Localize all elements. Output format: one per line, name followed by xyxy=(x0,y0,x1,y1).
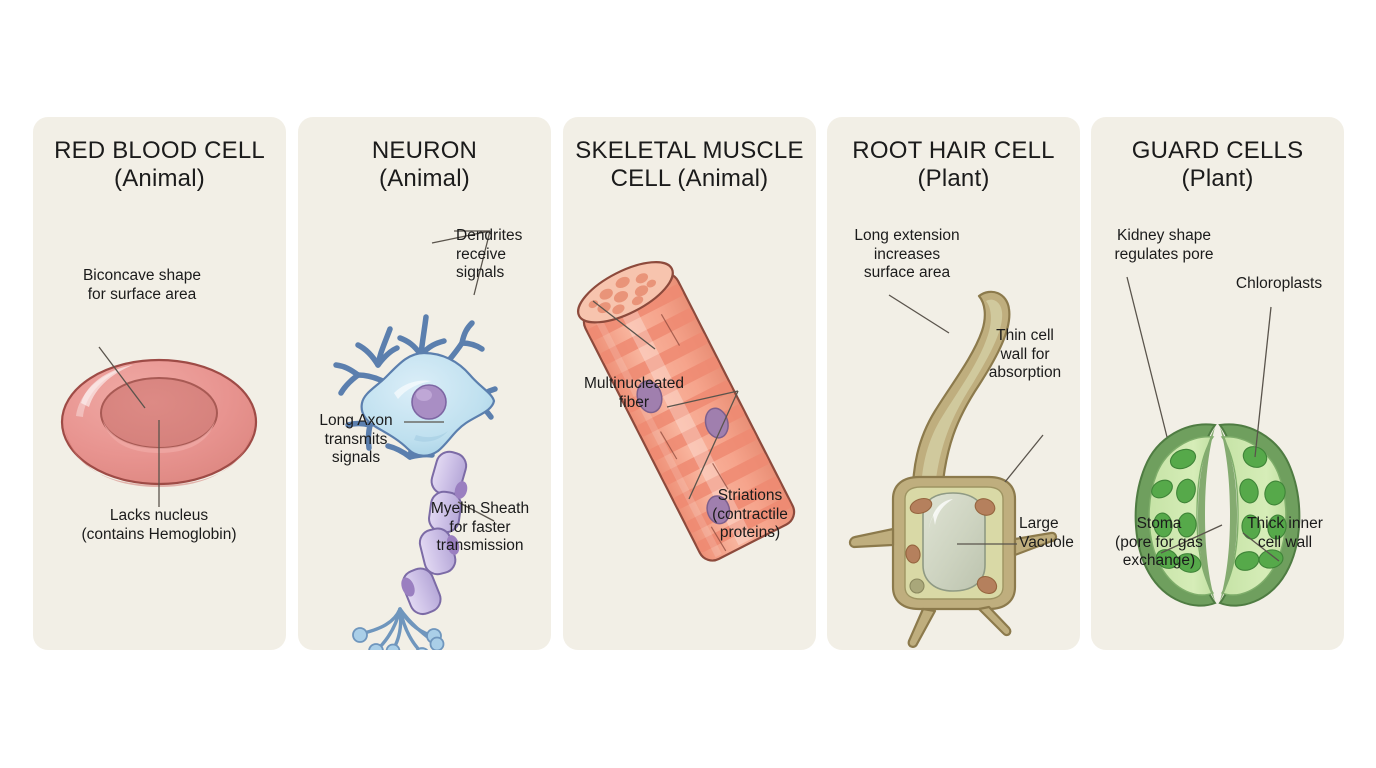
title-sub: (Animal) xyxy=(114,165,205,192)
label-kidney-shape: Kidney shape regulates pore xyxy=(1114,227,1214,263)
card-neuron: NEURON (Animal) xyxy=(298,117,551,650)
root-hair-cell-illustration xyxy=(848,290,1058,648)
leader-thin-wall xyxy=(1004,434,1044,483)
leader-thick-wall xyxy=(1242,532,1280,562)
card-guard-cells: GUARD CELLS (Plant) xyxy=(1091,117,1344,650)
card-red-blood-cell: RED BLOOD CELL (Animal) xyxy=(33,117,286,650)
label-thick-inner-cell-wall: Thick inner cell wall xyxy=(1247,515,1323,551)
leader-kidney-shape xyxy=(1126,276,1168,438)
leader-myelin xyxy=(457,501,495,522)
label-long-extension: Long extension increases surface area xyxy=(854,227,960,281)
leader-striations-a xyxy=(666,390,739,408)
leader-striations-b xyxy=(688,390,739,500)
neuron-illustration xyxy=(333,230,498,650)
title-main: RED BLOOD CELL xyxy=(54,137,265,164)
label-multinucleated-fiber: Multinucleated fiber xyxy=(584,375,684,411)
skeletal-muscle-illustration xyxy=(577,261,796,562)
stoma-pore xyxy=(1203,433,1232,597)
title-main: ROOT HAIR CELL xyxy=(852,137,1055,164)
label-long-axon: Long Axon transmits signals xyxy=(319,412,393,466)
vacuole xyxy=(922,492,986,592)
red-blood-cell-illustration xyxy=(60,346,258,507)
title-sub: CELL (Animal) xyxy=(610,165,769,192)
title-sub: (Animal) xyxy=(379,165,470,192)
leader-multinucleated xyxy=(592,300,656,350)
card-title-root-hair: ROOT HAIR CELL (Plant) xyxy=(827,137,1080,193)
title-main: SKELETAL MUSCLE xyxy=(575,137,804,164)
label-myelin-sheath: Myelin Sheath for faster transmission xyxy=(430,500,530,554)
card-title-red-blood-cell: RED BLOOD CELL (Animal) xyxy=(33,137,286,193)
label-lacks-nucleus: Lacks nucleus (contains Hemoglobin) xyxy=(81,507,237,543)
label-stoma: Stoma (pore for gas exchange) xyxy=(1115,515,1203,569)
inner-wall-right xyxy=(1220,427,1237,601)
card-title-neuron: NEURON (Animal) xyxy=(298,137,551,193)
label-large-vacuole: Large Vacuole xyxy=(1019,515,1074,551)
guard-cells-illustration xyxy=(1126,276,1301,607)
card-root-hair-cell: ROOT HAIR CELL (Plant) xyxy=(827,117,1080,650)
label-chloroplasts: Chloroplasts xyxy=(1235,275,1323,292)
title-main: NEURON xyxy=(371,137,478,164)
label-striations: Striations (contractile proteins) xyxy=(712,487,788,541)
leader-long-extension xyxy=(888,294,950,334)
card-title-skeletal-muscle: SKELETAL MUSCLE CELL (Animal) xyxy=(563,137,816,193)
chloroplast-group-left xyxy=(1151,448,1202,573)
label-biconcave-shape: Biconcave shape for surface area xyxy=(82,267,202,303)
inner-wall-left xyxy=(1198,427,1215,601)
title-sub: (Plant) xyxy=(917,165,990,192)
card-title-guard-cells: GUARD CELLS (Plant) xyxy=(1091,137,1344,193)
card-skeletal-muscle-cell: SKELETAL MUSCLE CELL (Animal) xyxy=(563,117,816,650)
leader-stoma xyxy=(1160,524,1223,554)
leader-chloroplasts xyxy=(1254,306,1272,458)
title-sub: (Plant) xyxy=(1181,165,1254,192)
label-dendrites: Dendrites receive signals xyxy=(456,227,523,281)
title-main: GUARD CELLS xyxy=(1131,137,1304,164)
leader-biconcave xyxy=(98,346,146,409)
label-thin-cell-wall: Thin cell wall for absorption xyxy=(988,327,1062,381)
